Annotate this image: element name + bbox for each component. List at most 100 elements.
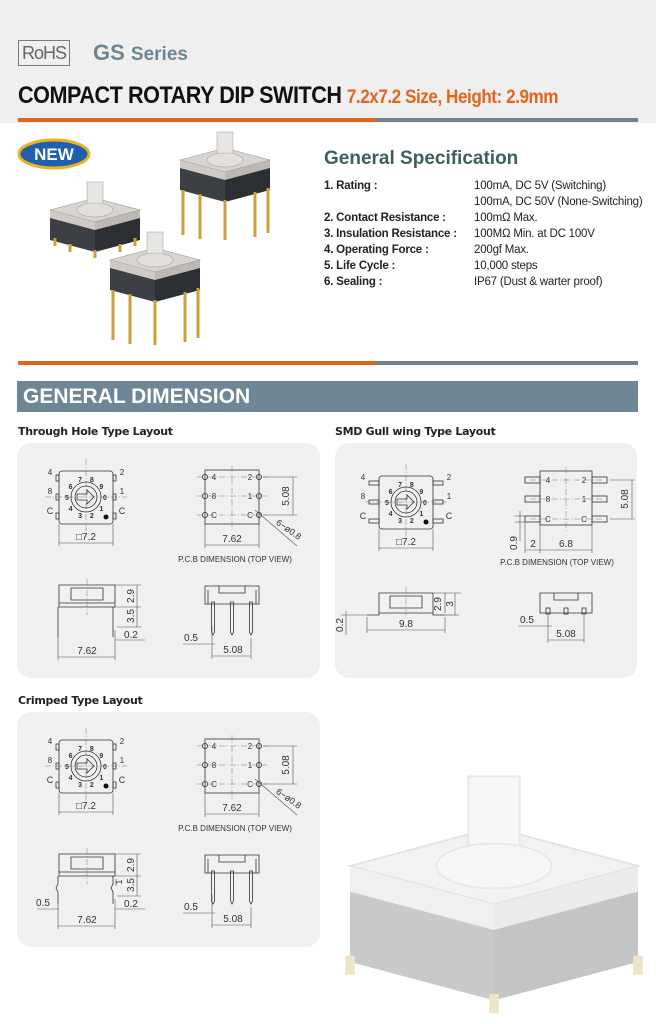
spec-row: 1. Rating :100mA, DC 5V (Switching) [324,178,643,194]
product-photo-large [345,775,643,1014]
pin-label: 4 [48,737,53,746]
front-body [204,585,260,605]
pin-label: C [360,511,367,521]
series-word: Series [130,44,188,65]
pad [432,480,444,486]
pin-label: 4 [48,468,53,477]
dial-number: 7 [398,482,402,489]
new-badge: NEW [17,138,91,170]
pin-label: C [581,515,587,524]
hole [201,473,208,480]
dimension-label: □7.2 [396,537,416,548]
switch-cover [50,210,95,230]
dial-number: 1 [99,506,103,513]
front-body [539,592,593,614]
dimension-label: 2.9 [433,597,444,611]
spec-value: IP67 (Dust & warter proof) [474,276,603,288]
dial-number: 4 [69,775,73,782]
through-hole-switch-photo [178,131,272,240]
switch-cover [180,160,225,180]
arrow-icon [396,494,415,510]
pin [249,870,253,905]
dial-number: 9 [99,753,103,760]
pcb-caption: P.C.B DIMENSION (TOP VIEW) [178,824,292,833]
dial-number: 2 [410,518,414,525]
spec-row: 5. Life Cycle :10,000 steps [324,258,643,274]
spec-value: 200gf Max. [474,244,529,256]
dimension-label: 0.9 [509,536,520,550]
pin-label: 8 [48,756,53,765]
pin-label: C [119,506,126,516]
dimension-label: 7.62 [77,915,97,926]
pad [368,480,380,486]
hole [201,781,208,788]
leader-line [254,509,298,547]
spec-row: 6. Sealing : IP67 (Dust & warter proof) [324,274,643,290]
section-title-through-hole: Through Hole Type Layout [18,425,173,438]
divider-gray-2 [376,361,638,365]
pin [112,743,117,751]
pin-label: 2 [447,473,452,482]
dimension-label: □7.2 [76,801,96,812]
pad [524,515,541,523]
pin [563,607,569,615]
dimension-label: 2.9 [126,589,137,603]
dial-number: 3 [78,513,82,520]
switch-cover [110,260,155,280]
pin-label: 1 [582,495,587,504]
dimension-label: 3.5 [126,878,137,892]
pin [112,512,117,520]
dial-number: 6 [389,489,393,496]
pin-label: 8 [546,495,551,504]
hole [255,512,262,519]
arrow-icon [76,758,95,774]
pin-label: 4 [546,476,551,485]
dial-number: 5 [65,495,69,502]
hole [201,493,208,500]
lead [55,876,59,904]
polarity-dot [103,514,109,520]
dial-number: 5 [65,764,69,771]
polarity-dot [103,783,109,789]
leader-line [254,778,298,816]
product-photo [48,131,272,345]
dial-number: 8 [90,477,94,484]
side-body [367,592,445,616]
pin [55,474,60,482]
spec-key: 5. Life Cycle : [324,260,396,272]
dimension-label: 0.5 [184,902,198,913]
header: RoHS GS Series COMPACT ROTARY DIP SWITCH… [0,0,656,123]
dial [206,152,244,168]
pin [581,607,587,615]
hole [201,742,208,749]
dimension-label: 6−ø0.8 [274,517,303,541]
divider-gray [376,118,638,122]
pin [55,781,60,789]
dial [76,202,114,218]
spec-key: 6. Sealing : [324,276,383,288]
dimension-label: □7.2 [76,532,96,543]
dial [435,842,553,890]
switch-cover [225,160,270,180]
pcb-caption: P.C.B DIMENSION (TOP VIEW) [500,558,614,567]
pin [249,601,253,636]
dial-knob [74,754,98,778]
pin [55,493,60,501]
spec-list: 1. Rating :100mA, DC 5V (Switching)100mA… [324,178,643,290]
pad [591,495,608,503]
switch-side [350,866,494,1001]
pin-label: 8 [212,492,217,501]
pin-label: 8 [48,487,53,496]
pin [55,762,60,770]
dimension-banner: GENERAL DIMENSION [17,381,638,412]
pad [368,499,380,505]
pad [432,518,444,524]
pin-label: 1 [248,761,253,770]
pin [112,781,117,789]
dial-knob [394,490,418,514]
hole [255,781,262,788]
